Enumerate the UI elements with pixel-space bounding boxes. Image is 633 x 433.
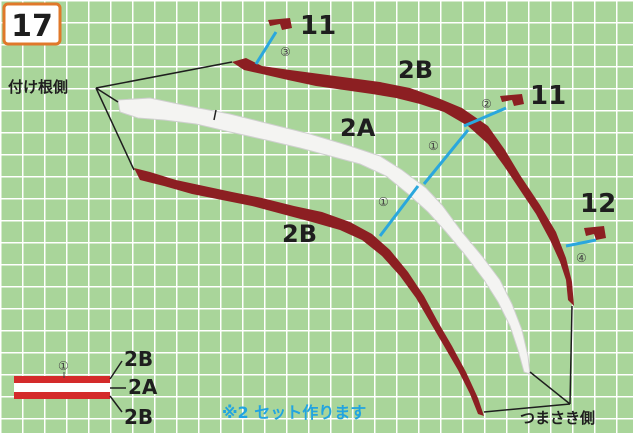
marker-1-upper: ① — [428, 139, 439, 153]
label-part-11-top: 11 — [300, 11, 336, 41]
make-two-sets-note: ※2 セット作ります — [222, 403, 366, 422]
label-part-12: 12 — [580, 189, 616, 219]
label-tip-side: つまさき側 — [520, 409, 595, 427]
marker-1-lower: ① — [378, 195, 389, 209]
legend-bottom-label: 2B — [124, 405, 153, 429]
label-root-side: 付け根側 — [8, 78, 68, 96]
legend-marker-1: ① — [58, 359, 69, 373]
step-number: 17 — [11, 9, 53, 44]
marker-2: ② — [481, 97, 492, 111]
marker-4: ④ — [576, 251, 587, 265]
label-part-2b-top: 2B — [398, 56, 433, 84]
label-part-11-right: 11 — [530, 81, 566, 111]
marker-3: ③ — [280, 45, 291, 59]
legend-middle-label: 2A — [128, 375, 158, 399]
legend-top-label: 2B — [124, 347, 153, 371]
step-badge: 17 — [4, 4, 60, 44]
label-part-2b-bottom: 2B — [282, 220, 317, 248]
label-part-2a: 2A — [340, 114, 376, 142]
